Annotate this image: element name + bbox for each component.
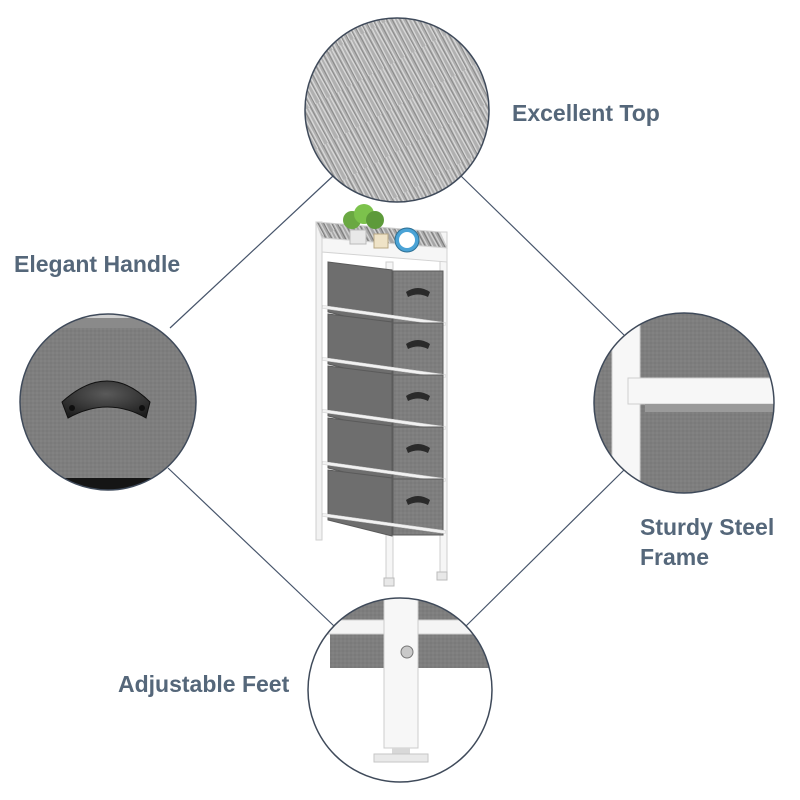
detail-circle-frame	[593, 312, 775, 494]
line-top-to-frame	[460, 175, 625, 336]
drawer	[322, 365, 446, 433]
drawer	[322, 469, 446, 537]
label-excellent-top: Excellent Top	[512, 100, 660, 126]
drawer-handle-icon	[406, 340, 430, 349]
detail-circle-top	[304, 17, 490, 203]
detail-circle-handle	[19, 313, 197, 491]
label-frame-line1: Sturdy Steel	[640, 514, 775, 540]
drawer-handle-icon	[406, 288, 430, 297]
drawer	[322, 417, 446, 485]
clock-decoration	[373, 227, 420, 253]
drawer-handle-icon	[406, 392, 430, 401]
drawer-handle-icon	[406, 496, 430, 505]
drawer	[322, 313, 446, 381]
label-elegant-handle: Elegant Handle	[14, 251, 181, 277]
label-adjustable-feet: Adjustable Feet	[118, 671, 290, 697]
drawer-handle-icon	[406, 444, 430, 453]
drawer	[322, 261, 446, 329]
dresser-product	[315, 204, 448, 587]
plant-decoration	[343, 204, 384, 245]
label-frame-line2: Frame	[640, 544, 710, 570]
connector-lines	[167, 175, 625, 627]
handle-icon	[61, 380, 151, 419]
detail-circle-feet	[307, 597, 493, 783]
line-handle-to-feet	[167, 467, 335, 627]
line-frame-to-feet	[465, 469, 625, 627]
label-sturdy-steel-frame: Sturdy Steel Frame	[640, 512, 774, 572]
line-top-to-handle	[169, 175, 334, 329]
